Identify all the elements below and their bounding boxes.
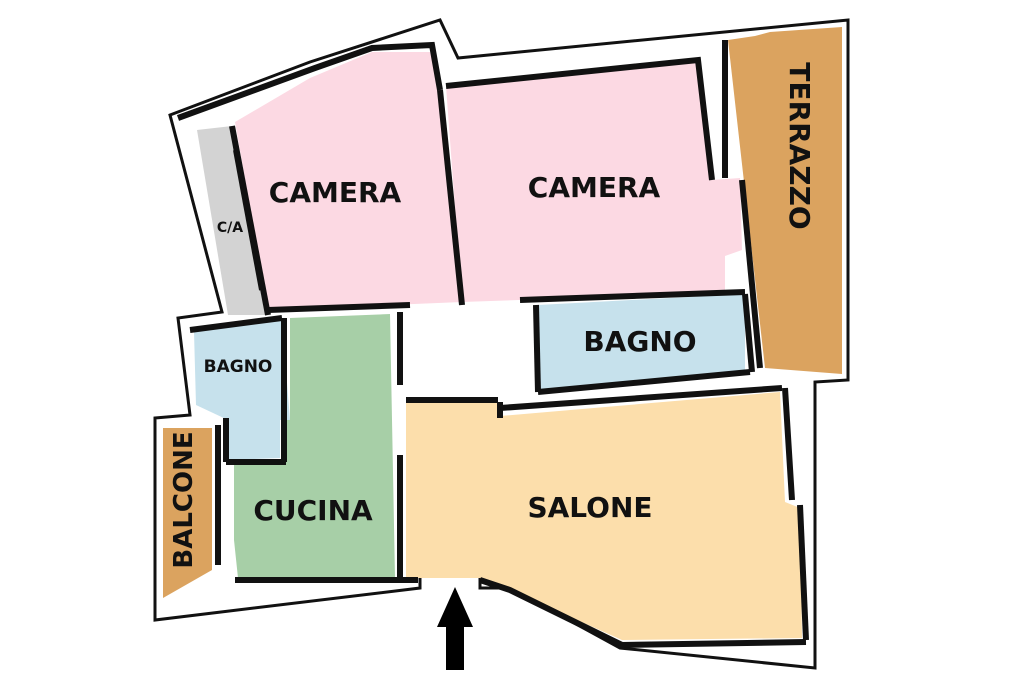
room-camera-right <box>446 62 742 302</box>
label-camera-right: CAMERA <box>528 171 661 204</box>
room-bagno-small <box>194 320 290 460</box>
room-labels: CAMERA CAMERA C/A TERRAZZO BAGNO BAGNO C… <box>169 62 816 568</box>
room-salone <box>406 392 802 640</box>
room-balcone <box>163 428 212 598</box>
label-balcone: BALCONE <box>169 431 199 568</box>
rooms <box>163 27 842 640</box>
label-ca: C/A <box>217 220 243 236</box>
entrance-arrow-icon <box>437 587 473 670</box>
room-cucina <box>234 314 395 578</box>
label-camera-left: CAMERA <box>269 176 402 209</box>
label-cucina: CUCINA <box>253 494 373 527</box>
interior-walls <box>176 40 809 649</box>
room-camera-left <box>235 52 462 310</box>
room-bagno-main <box>538 294 745 392</box>
room-ca <box>197 126 268 315</box>
label-bagno-main: BAGNO <box>583 325 696 358</box>
room-terrazzo <box>728 27 842 374</box>
label-bagno-small: BAGNO <box>204 357 273 377</box>
label-terrazzo: TERRAZZO <box>783 62 816 229</box>
label-salone: SALONE <box>527 491 652 524</box>
